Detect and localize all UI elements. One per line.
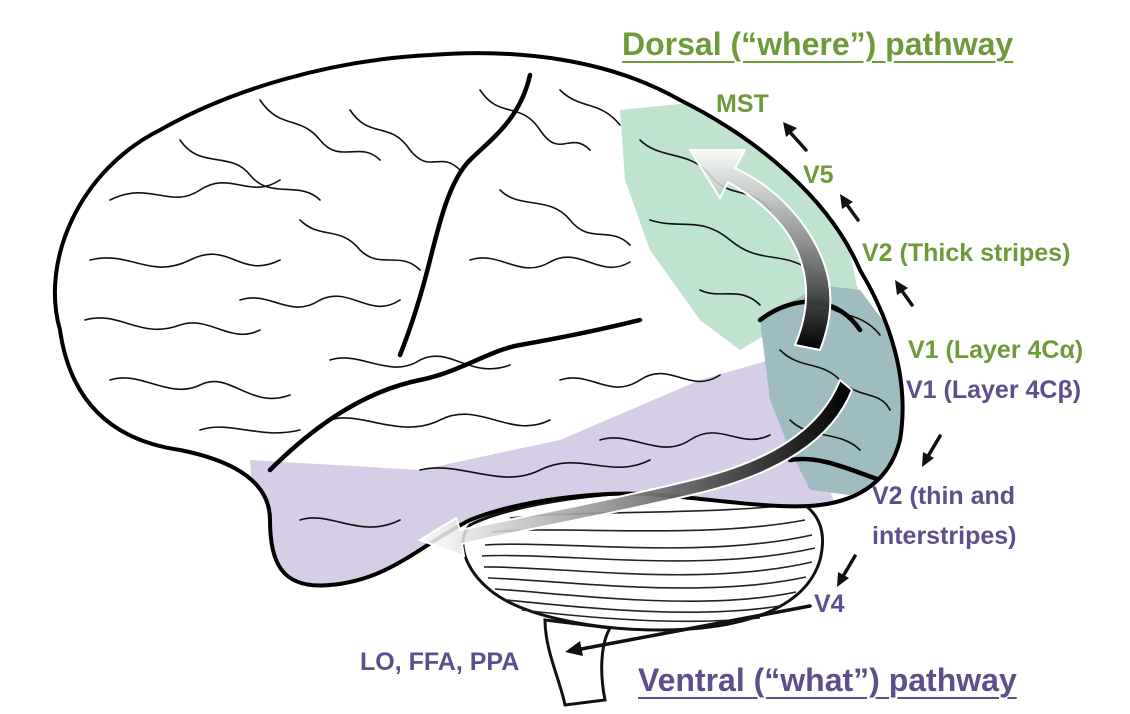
cerebrum <box>52 51 905 588</box>
ventral-pathway-arrow <box>417 378 854 558</box>
arrow-v2-to-v4 <box>837 554 857 587</box>
arrow-v1-to-v2-ventral <box>922 434 942 467</box>
arrow-v1-to-v2-dorsal <box>895 280 914 307</box>
dorsal-pathway-arrow <box>688 149 832 352</box>
cerebellum <box>461 488 824 632</box>
label-v2-thin-line2: interstripes) <box>872 522 1017 550</box>
arrow-v2-to-v5 <box>840 194 860 222</box>
label-v4: V4 <box>814 590 845 618</box>
label-v1-layer-4c-beta: V1 (Layer 4Cβ) <box>906 376 1082 404</box>
dorsal-pathway-title: Dorsal (“where”) pathway <box>622 26 1014 62</box>
arrow-v4-to-lo <box>565 604 812 656</box>
label-lo-ffa-ppa: LO, FFA, PPA <box>360 648 520 676</box>
label-v1-layer-4c-alpha: V1 (Layer 4Cα) <box>908 336 1084 364</box>
label-v2-thin-line1: V2 (thin and <box>872 482 1016 510</box>
label-arrows <box>565 122 942 656</box>
arrow-v5-to-mst <box>783 122 808 152</box>
ventral-region <box>250 360 840 586</box>
label-mst: MST <box>716 90 769 118</box>
label-v2-thick-stripes: V2 (Thick stripes) <box>862 239 1071 267</box>
ventral-pathway-title: Ventral (“what”) pathway <box>638 662 1017 698</box>
label-v5: V5 <box>803 161 834 189</box>
brain-stem <box>543 618 613 707</box>
